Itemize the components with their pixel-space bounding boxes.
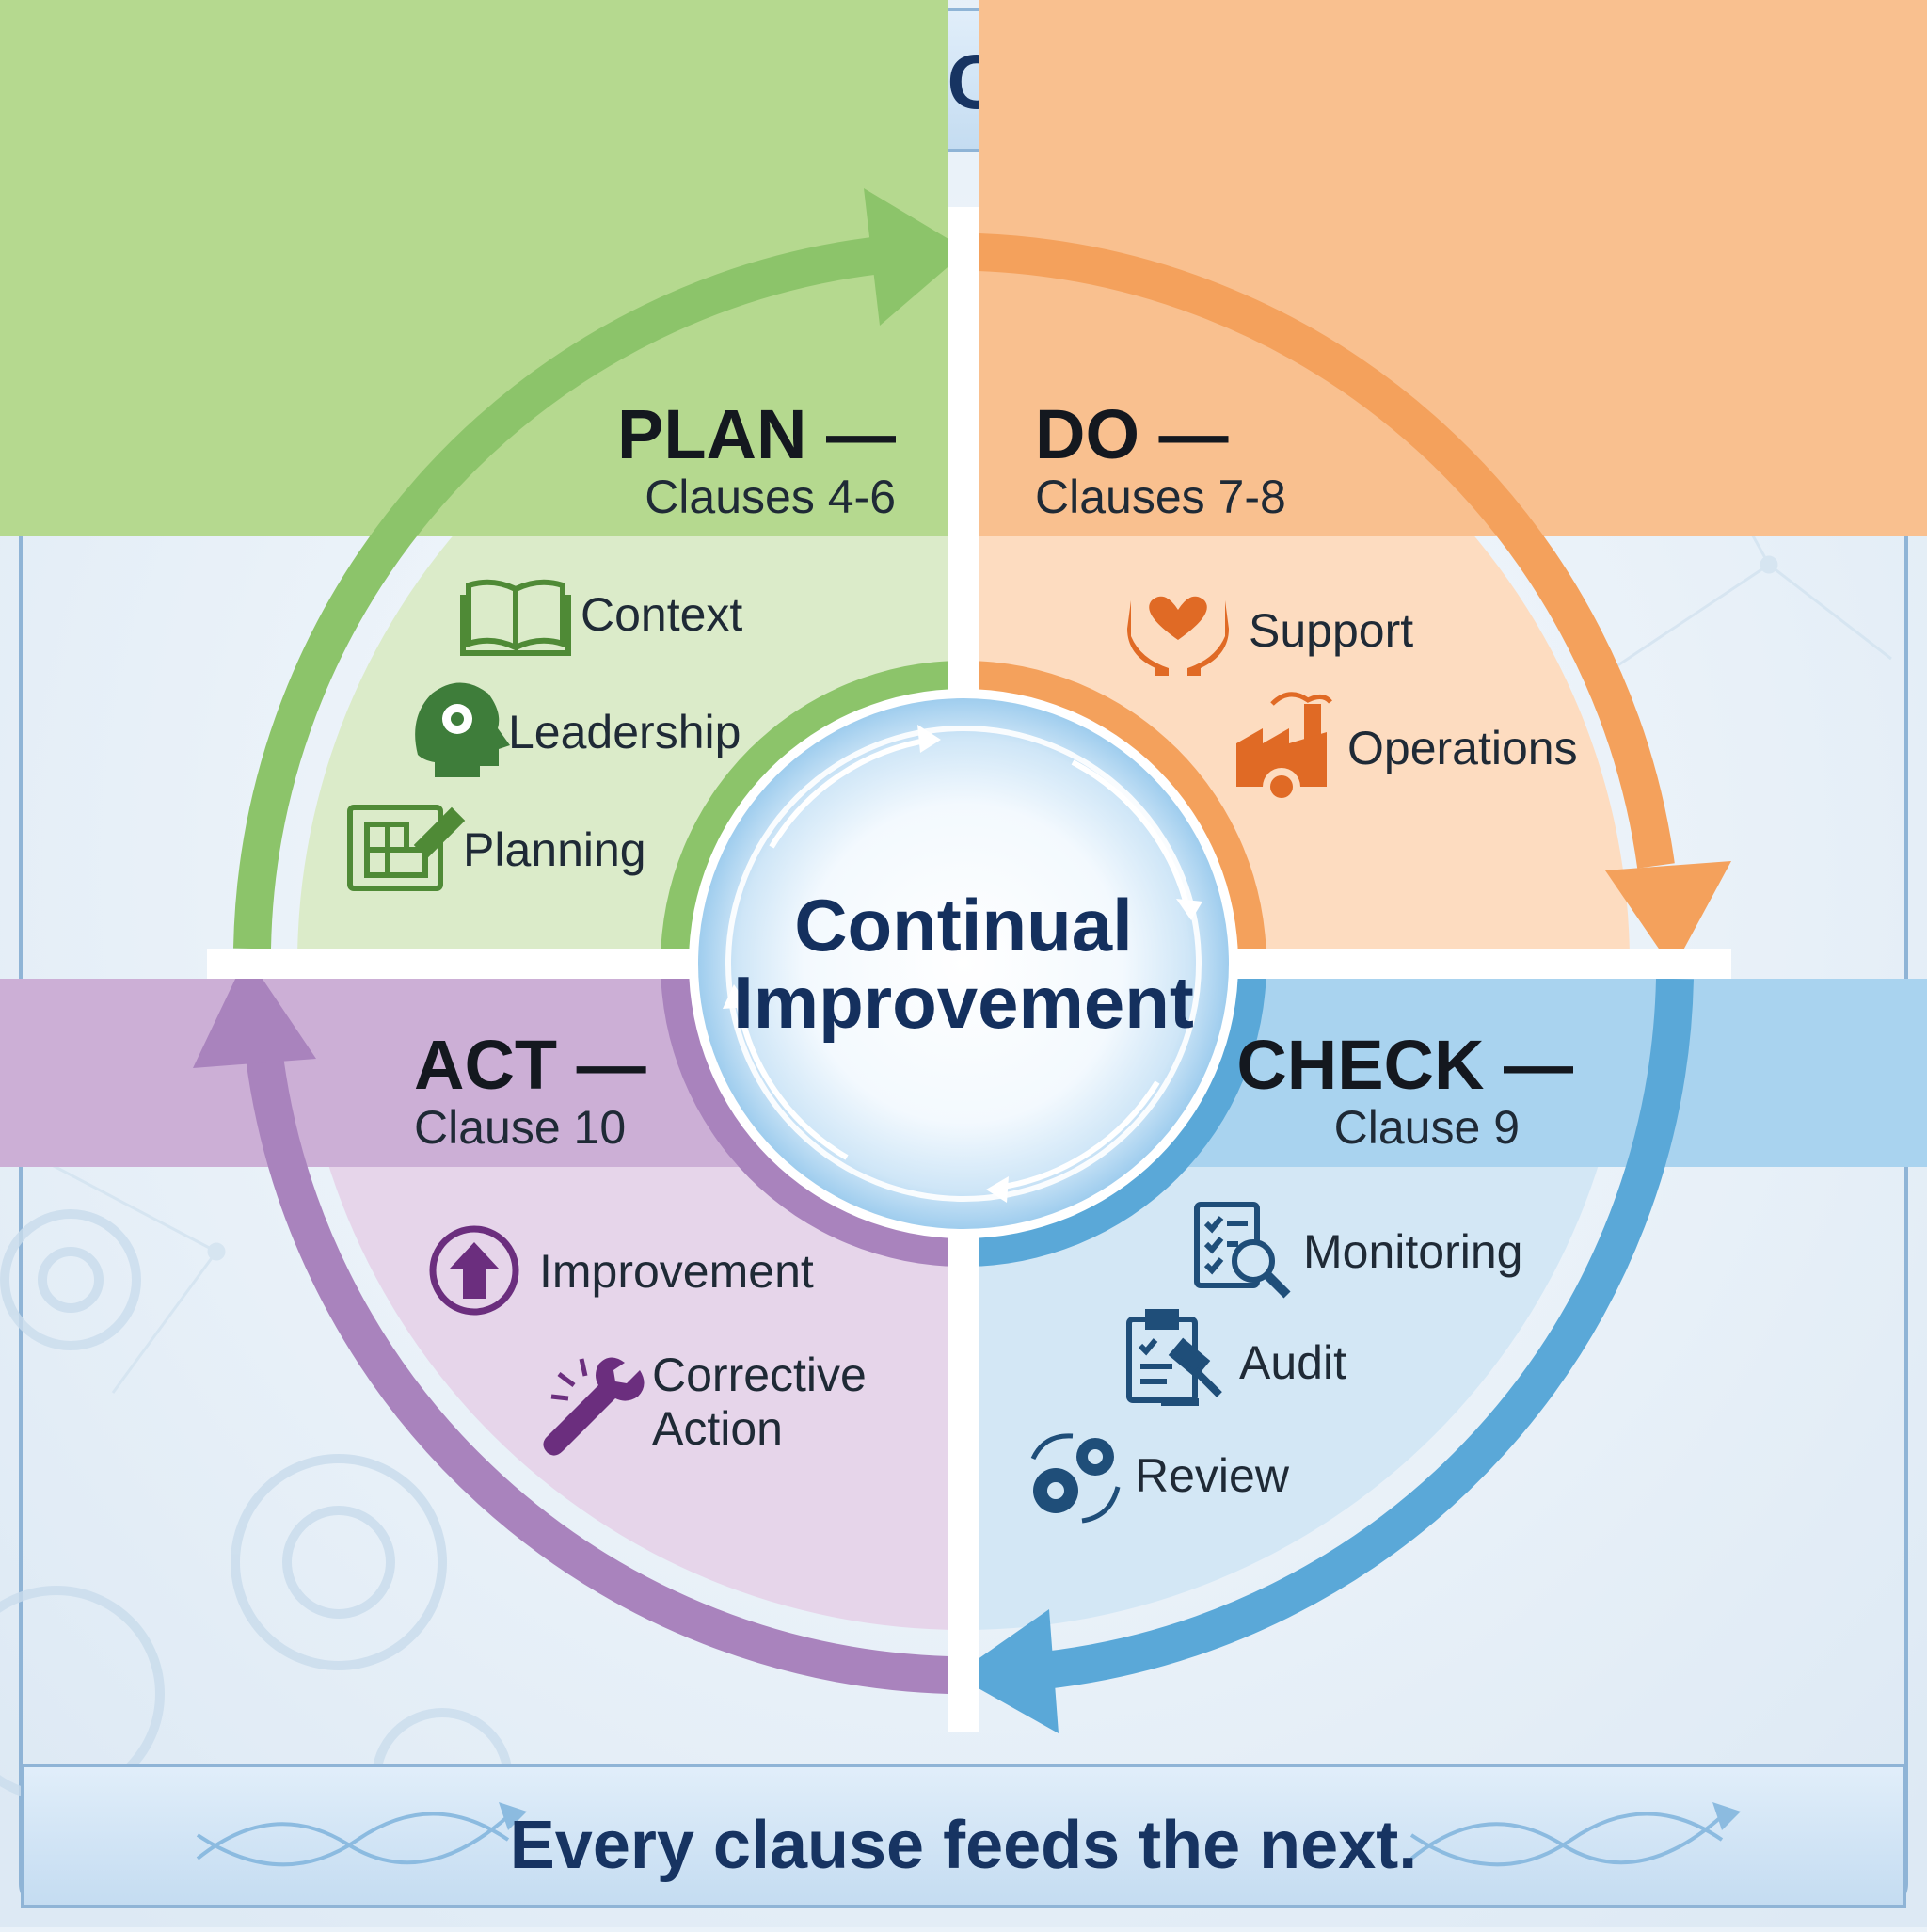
plan-header: PLAN — Clauses 4-6 (617, 395, 896, 523)
center-text-line1: Continual (794, 884, 1133, 966)
act-item-improvement: Improvement (539, 1245, 814, 1298)
act-item-corrective-action-line1: Corrective (652, 1349, 867, 1401)
plan-item-planning: Planning (463, 823, 646, 876)
plan-item-context: Context (581, 588, 742, 641)
plan-arrowhead (864, 188, 967, 326)
checklist-magnifier-icon (1194, 1202, 1291, 1299)
book-icon (460, 579, 571, 656)
act-title: ACT — (414, 1026, 646, 1104)
act-arrowhead (193, 955, 316, 1068)
plan-items: Context Leadership Planning (347, 579, 742, 891)
act-item-corrective-action-line2: Action (652, 1402, 783, 1455)
act-clause: Clause 10 (414, 1101, 626, 1154)
do-title: DO — (1035, 395, 1229, 473)
do-header: DO — Clauses 7-8 (1035, 395, 1286, 523)
head-gear-icon (415, 682, 510, 777)
do-item-operations: Operations (1347, 722, 1578, 774)
footer-banner: Every clause feeds the next. (21, 1764, 1906, 1908)
gears-cycle-icon (1030, 1433, 1121, 1524)
do-clause: Clauses 7-8 (1035, 471, 1286, 523)
check-header: CHECK — Clause 9 (1236, 1026, 1573, 1154)
check-clause: Clause 9 (1334, 1101, 1520, 1154)
do-arrowhead (1605, 861, 1731, 969)
check-item-audit: Audit (1239, 1336, 1346, 1389)
do-item-support: Support (1249, 604, 1413, 657)
act-items: Improvement Corrective Action (429, 1225, 867, 1456)
plan-clause: Clauses 4-6 (645, 471, 896, 523)
check-item-review: Review (1135, 1449, 1290, 1502)
plan-title: PLAN — (617, 395, 896, 473)
hands-heart-icon (1127, 596, 1229, 676)
check-arrowhead (955, 1609, 1059, 1733)
check-title: CHECK — (1236, 1026, 1573, 1104)
up-arrow-circle-icon (429, 1225, 519, 1316)
factory-icon (1236, 692, 1332, 806)
wrench-icon (543, 1357, 645, 1456)
do-items: Support Operations (1127, 596, 1578, 806)
footer-text: Every clause feeds the next. (510, 1808, 1417, 1883)
plan-item-leadership: Leadership (508, 706, 741, 758)
blueprint-pencil-icon (347, 805, 466, 891)
check-item-monitoring: Monitoring (1303, 1225, 1522, 1278)
center-text-line2: Improvement (733, 961, 1194, 1044)
check-items: Monitoring Audit Review (1030, 1202, 1522, 1524)
center-hub: Continual Improvement (689, 689, 1238, 1238)
act-header: ACT — Clause 10 (414, 1026, 646, 1154)
cycle-arrows (193, 188, 1731, 1733)
clipboard-gavel-icon (1126, 1309, 1222, 1406)
